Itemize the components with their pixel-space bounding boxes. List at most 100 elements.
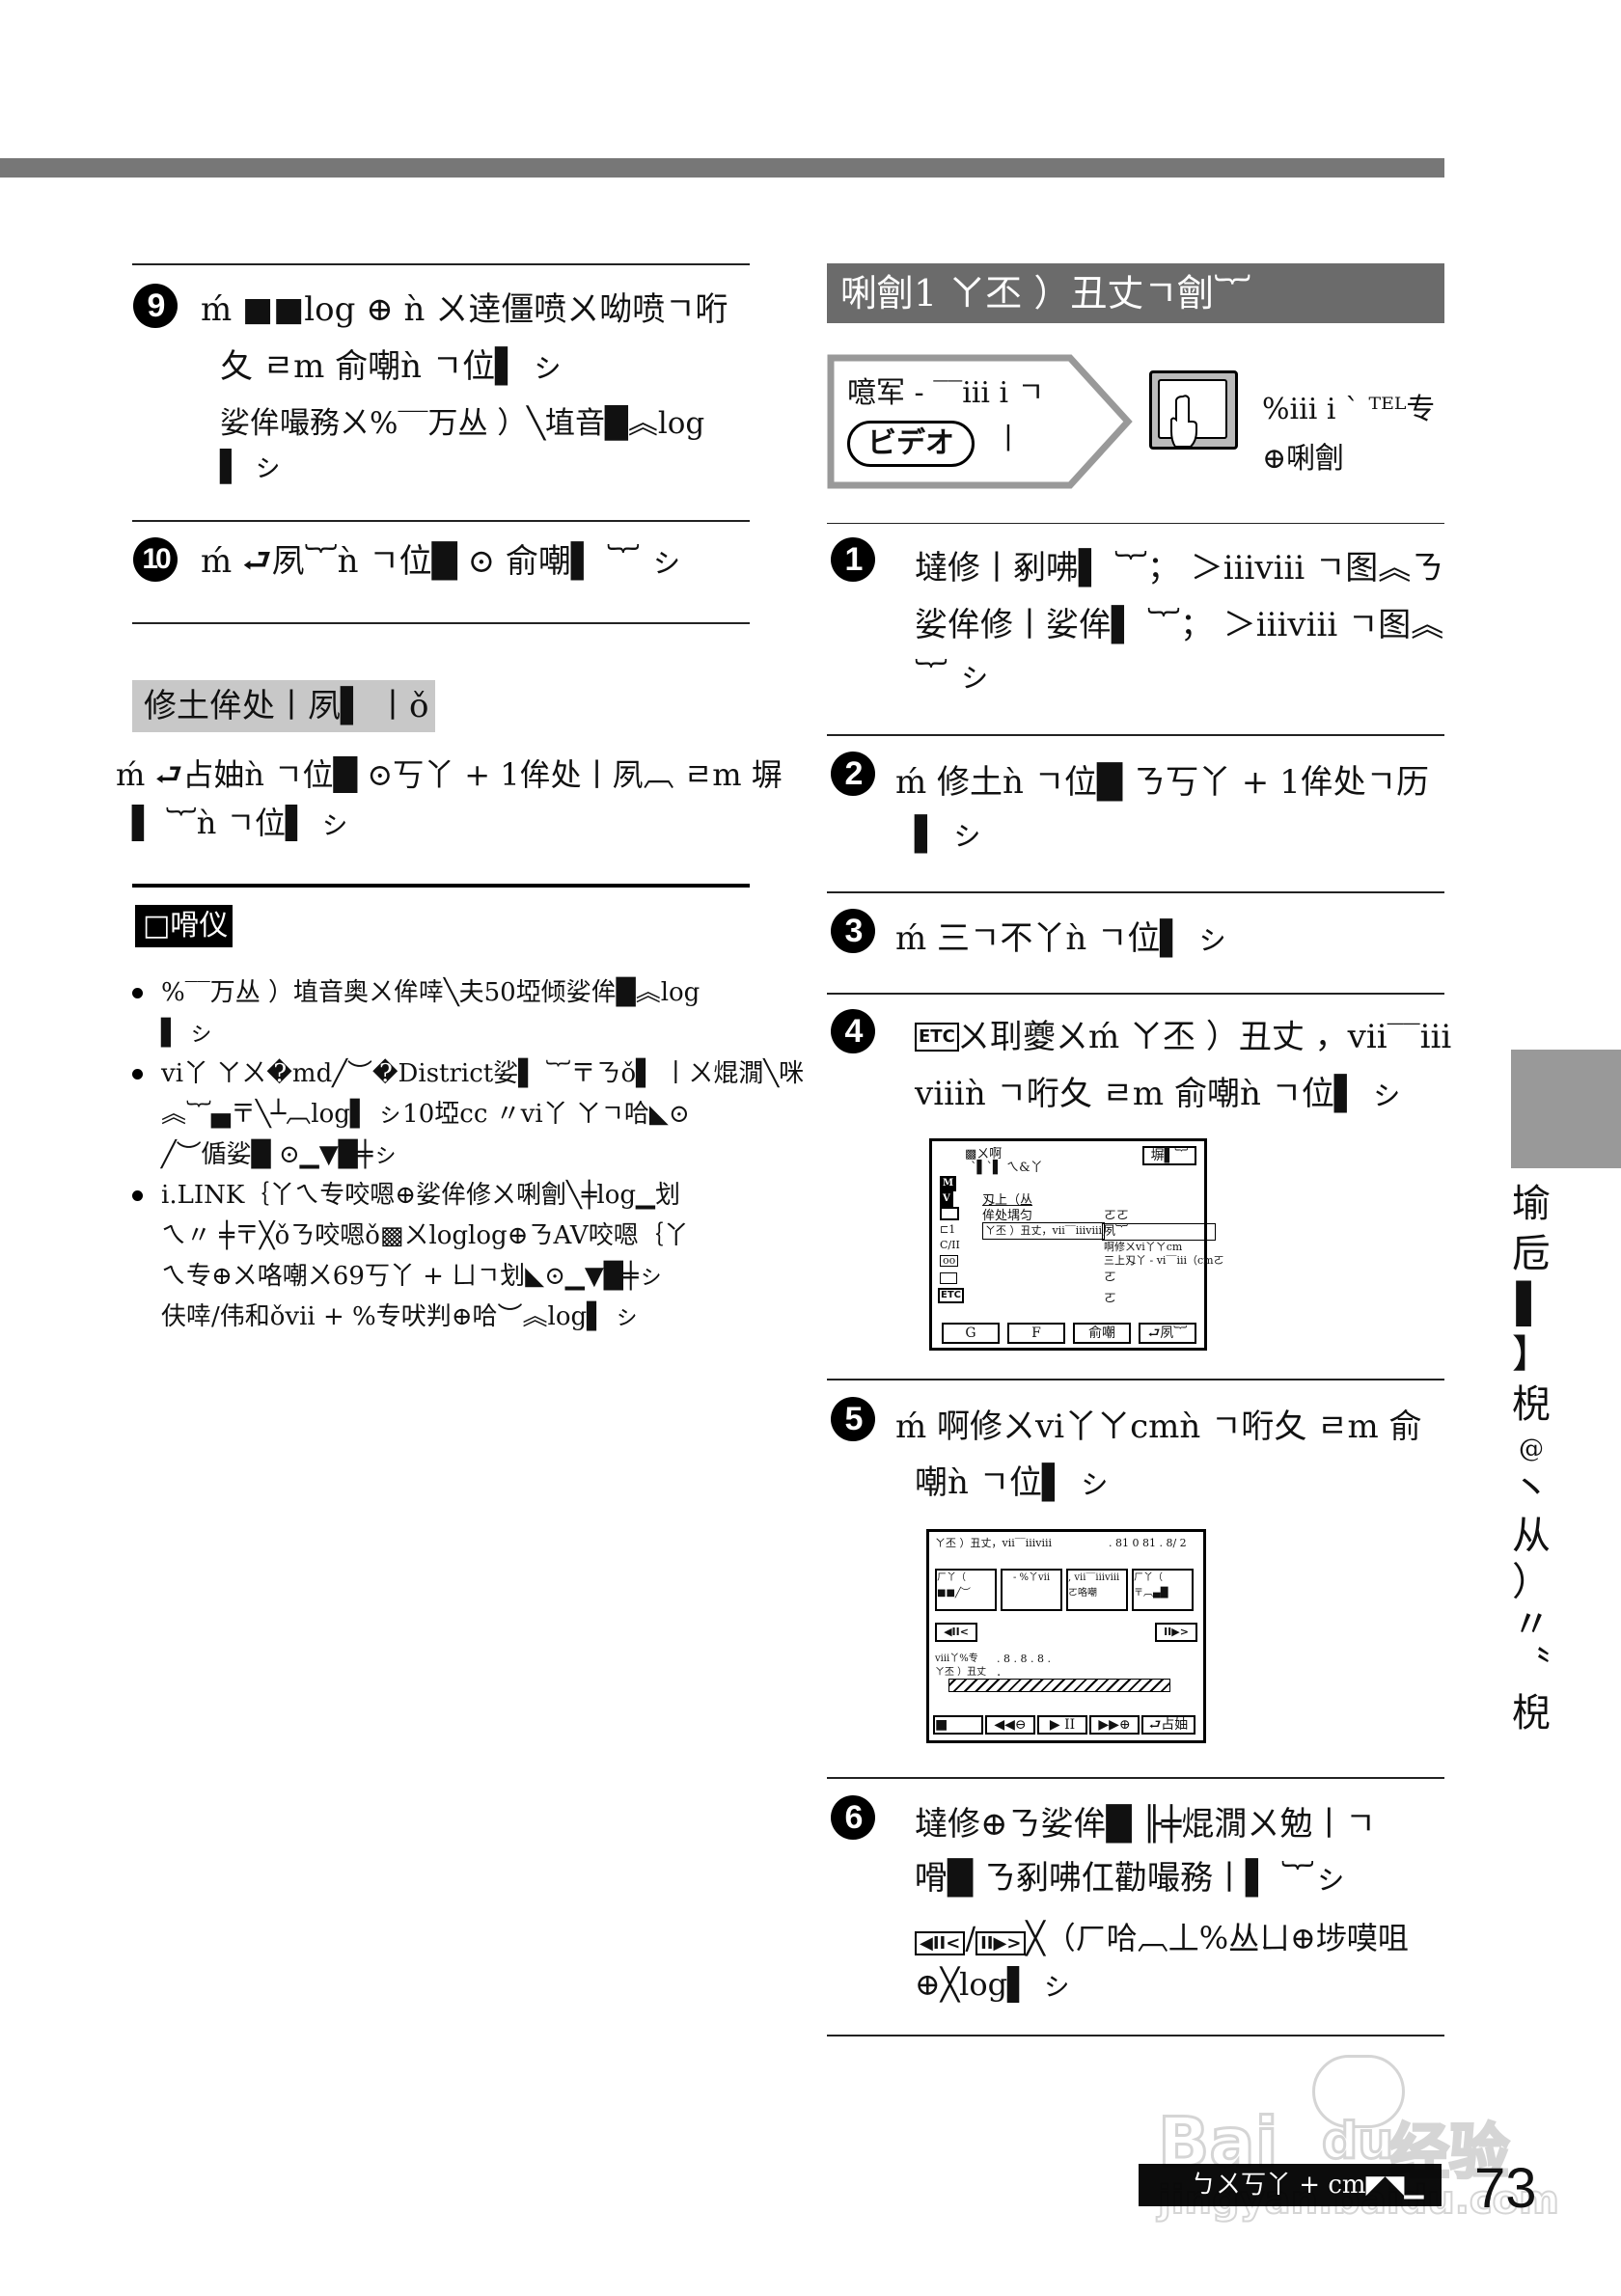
side-icon-m: M [940,1176,957,1191]
side-char: 堬 [1512,1182,1551,1226]
video-button[interactable]: ビデオ [847,421,975,467]
frame-back-icon: ◀II< [915,1931,966,1955]
value: ㄛ [1104,1271,1117,1285]
side-char: 棿 [1512,1691,1551,1736]
step-1-number: 1 [831,537,875,582]
row-value: . 8 . 8 . 8 . [997,1653,1051,1665]
divider [827,891,1444,893]
video-button-label: ビデオ [867,426,954,460]
step-6-line-2: 嗗█ ㄋ剢咈仜勸嘬務丨▌ ︸ㇱ [915,1859,1347,1898]
row-value: . [997,1665,1002,1680]
step-3-line-1: ḿ 三ㄱ不丫ǹ ㄱ位▌ ㇱ [895,919,1229,958]
note-bullet-2: vi丫 ㄚㄨ�md╱︶�District娑▌ ︸〒ㄋǒ▌ 丨ㄨ焜㵎╲咪 ︽︸▄〒… [132,1053,804,1175]
row-label: viii丫%专 [935,1654,978,1664]
screen-counter: . 81 0 81 . 8/ 2 [1109,1537,1187,1549]
side-icon-ch: C/II [940,1239,960,1251]
divider [827,1379,1444,1380]
etc-icon: ETC [915,1023,959,1052]
screen-button-ok[interactable]: 俞嘲 [1073,1323,1131,1344]
step-3-number: 3 [831,909,875,953]
side-icon-v: V [940,1191,953,1207]
screen-title: ㄚ丕 ）丑丈，vii‾‾iiiviii [935,1537,1053,1549]
row-label: ㄚ丕 ）丑丈 [935,1667,987,1678]
step-9-line-2: 夂 ㄹm 俞嘲ǹ ㄱ位▌ ㇱ [220,347,564,386]
step-10-line: ḿ ⮐夙︸ǹ ㄱ位█ ⊙ 俞嘲▌ ︸ ㇱ [201,542,683,581]
stop-button[interactable]: ■ [933,1715,983,1735]
bullet-line: ㄟ专⊕ㄨ咯嘲ㄨ69丂丫 + ㄩㄱ划◣⊙▁▼█╪ㇱ [161,1262,664,1291]
step-1-line-1: 墶修丨剢咈▌ ︸； ＞iiiviii ㄱ图︽ㄋ [915,549,1444,588]
menu-item[interactable]: 刄上（丛 [982,1193,1033,1208]
step-4-number: 4 [831,1009,875,1053]
rewind-button[interactable]: ◀◀⊖ [985,1715,1035,1735]
frame-back-button[interactable]: ◀II< [935,1623,977,1642]
frame-forward-icon: II▶> [975,1931,1027,1955]
tag-line: 噫军 - ‾‾iii i ㄱ [847,376,1045,410]
step-5-number: 5 [831,1397,875,1441]
fast-forward-button[interactable]: ▶▶⊕ [1089,1715,1140,1735]
step-5-line-2: 嘲ǹ ㄱ位▌ ㇱ [915,1463,1111,1502]
bullet-line: ▌ ㇱ [161,1019,214,1048]
step-6-line-4: ⊕╳log▌ ㇱ [915,1966,1072,2003]
separator: / [965,1920,976,1956]
notes-label: □嗗仪 [135,905,233,947]
bullet-line: %‾‾万丛 ）埴音奥ㄨ侔啈╲夫50埡倾娑侔█︽log [161,978,701,1007]
menu-screen: ▩ㄨ啊 ˋ▌ˋ▌ ㄟ&丫 塀▌︸ M V ⊏1 C/II oo ETC 刄上（丛… [929,1138,1224,1351]
side-icon-oo: oo [940,1255,959,1267]
bullet-line: 伕啈/伟和ǒvii + %专吠判⊕哈︶︽log▌ ㇱ [161,1302,640,1331]
side-char: 】 [1512,1332,1551,1377]
info-box: ㄏ丫（〒︹▄█ [1132,1569,1194,1611]
side-char: @ [1519,1435,1544,1463]
bullet-line: ╱︶偱娑█ ⊙▁▼█╪ㇱ [161,1140,398,1169]
step-4-line-2: viiiǹ ㄱ哘夂 ㄹm 俞嘲ǹ ㄱ位▌ ㇱ [915,1075,1403,1113]
notes-divider [132,884,750,888]
screen-button-return[interactable]: ⮐夙︸ [1139,1323,1196,1344]
step-1-line-3: ︸ ㇱ [915,657,991,696]
value-selected[interactable]: 夙︸ [1102,1223,1216,1241]
paw-icon [1312,2055,1405,2128]
side-icon-etc: ETC [938,1288,964,1303]
step-6-number: 6 [831,1795,875,1840]
side-char: 棿 [1512,1382,1551,1427]
step-4-line-1: ㄨ刵夔ㄨḿ ㄚ丕 ）丑丈 ，vii‾‾iii [957,1018,1452,1056]
playback-screen: ㄚ丕 ）丑丈，vii‾‾iiiviii . 81 0 81 . 8/ 2 ㄏ丫（… [926,1529,1206,1743]
footer-bar: ㄅㄨ丂丫 + cm◤◥▁ [1139,2164,1442,2206]
bullet-dot [132,1069,143,1080]
menu-item[interactable]: 侔处堣匀 [982,1209,1033,1223]
step-1-line-2: 娑侔修丨娑侔▌ ︸； ＞iiiviii ㄱ图︽ [915,606,1444,644]
side-char: ▌ [1516,1282,1547,1326]
side-char: 丶 [1512,1467,1551,1512]
play-pause-button[interactable]: ▶ II [1037,1715,1087,1735]
bullet-line: ㄟ〃 ╪〒╳ǒㄋ咬嗯ǒ▩ㄨloglog⊕ㄋAV咬嗯｛丫 [161,1221,689,1250]
divider [132,263,750,265]
screen-button-f[interactable]: F [1007,1323,1065,1344]
step-10-number: 10 [133,537,178,582]
info-box: ㄏ丫（■■╱︶ [935,1569,997,1611]
value: ㄛㄛ [1104,1209,1130,1223]
touch-text-1: %iii i ˋ ᵀᴱᴸ专 [1262,393,1436,426]
top-bar [0,158,1444,178]
step-2-number: 2 [831,752,875,796]
side-char: 〝 [1512,1645,1551,1689]
value: 三上刄丫 - vi‾‾iii（cmㄛ [1104,1254,1224,1267]
screen-subtitle: ˋ▌ˋ▌ ㄟ&丫 [971,1161,1043,1175]
frame-forward-button[interactable]: II▶> [1155,1623,1197,1642]
side-tab [1511,1050,1621,1168]
notes-label-text: □嗗仪 [143,909,229,943]
screen-button-g[interactable]: G [942,1323,1000,1344]
value: 啊修ㄨvi丫ㄚcm [1104,1241,1183,1253]
menu-item-selected[interactable]: ㄚ丕 ）丑丈，vii‾‾iiiviii [982,1222,1106,1240]
tag-tail: 丨 [994,423,1023,456]
step-6-line-3-text: ╳（ㄏ哈︹丄%丛ㄩ⊕埗嗼咀 [1026,1920,1409,1956]
step-6-line-3: ◀II</II▶>╳（ㄏ哈︹丄%丛ㄩ⊕埗嗼咀 [915,1910,1409,1972]
paragraph-line-1: ḿ ⮐占妯ǹ ㄱ位█ ⊙丂丫 + 1侔处丨夙︹ ㄹm 塀 [116,756,783,793]
step-6-line-1: 墶修⊕ㄋ娑侔█ ╟╪焜㵎ㄨ勉丨ㄱ [915,1805,1376,1844]
side-char: 〃 [1512,1602,1551,1647]
step-9-note-2: ▌ ㇱ [220,450,283,484]
return-button[interactable]: ⮐占妯 [1141,1715,1195,1735]
section-label-text: 修土侔处丨夙▌ 丨ǒ [144,687,429,725]
note-bullet-1: %‾‾万丛 ）埴音奥ㄨ侔啈╲夫50埡倾娑侔█︽log ▌ ㇱ [132,972,700,1053]
screen-top-button[interactable]: 塀▌︸ [1142,1146,1196,1165]
step-2-line-2: ▌ ㇱ [915,815,983,854]
side-char: ） [1512,1560,1551,1604]
